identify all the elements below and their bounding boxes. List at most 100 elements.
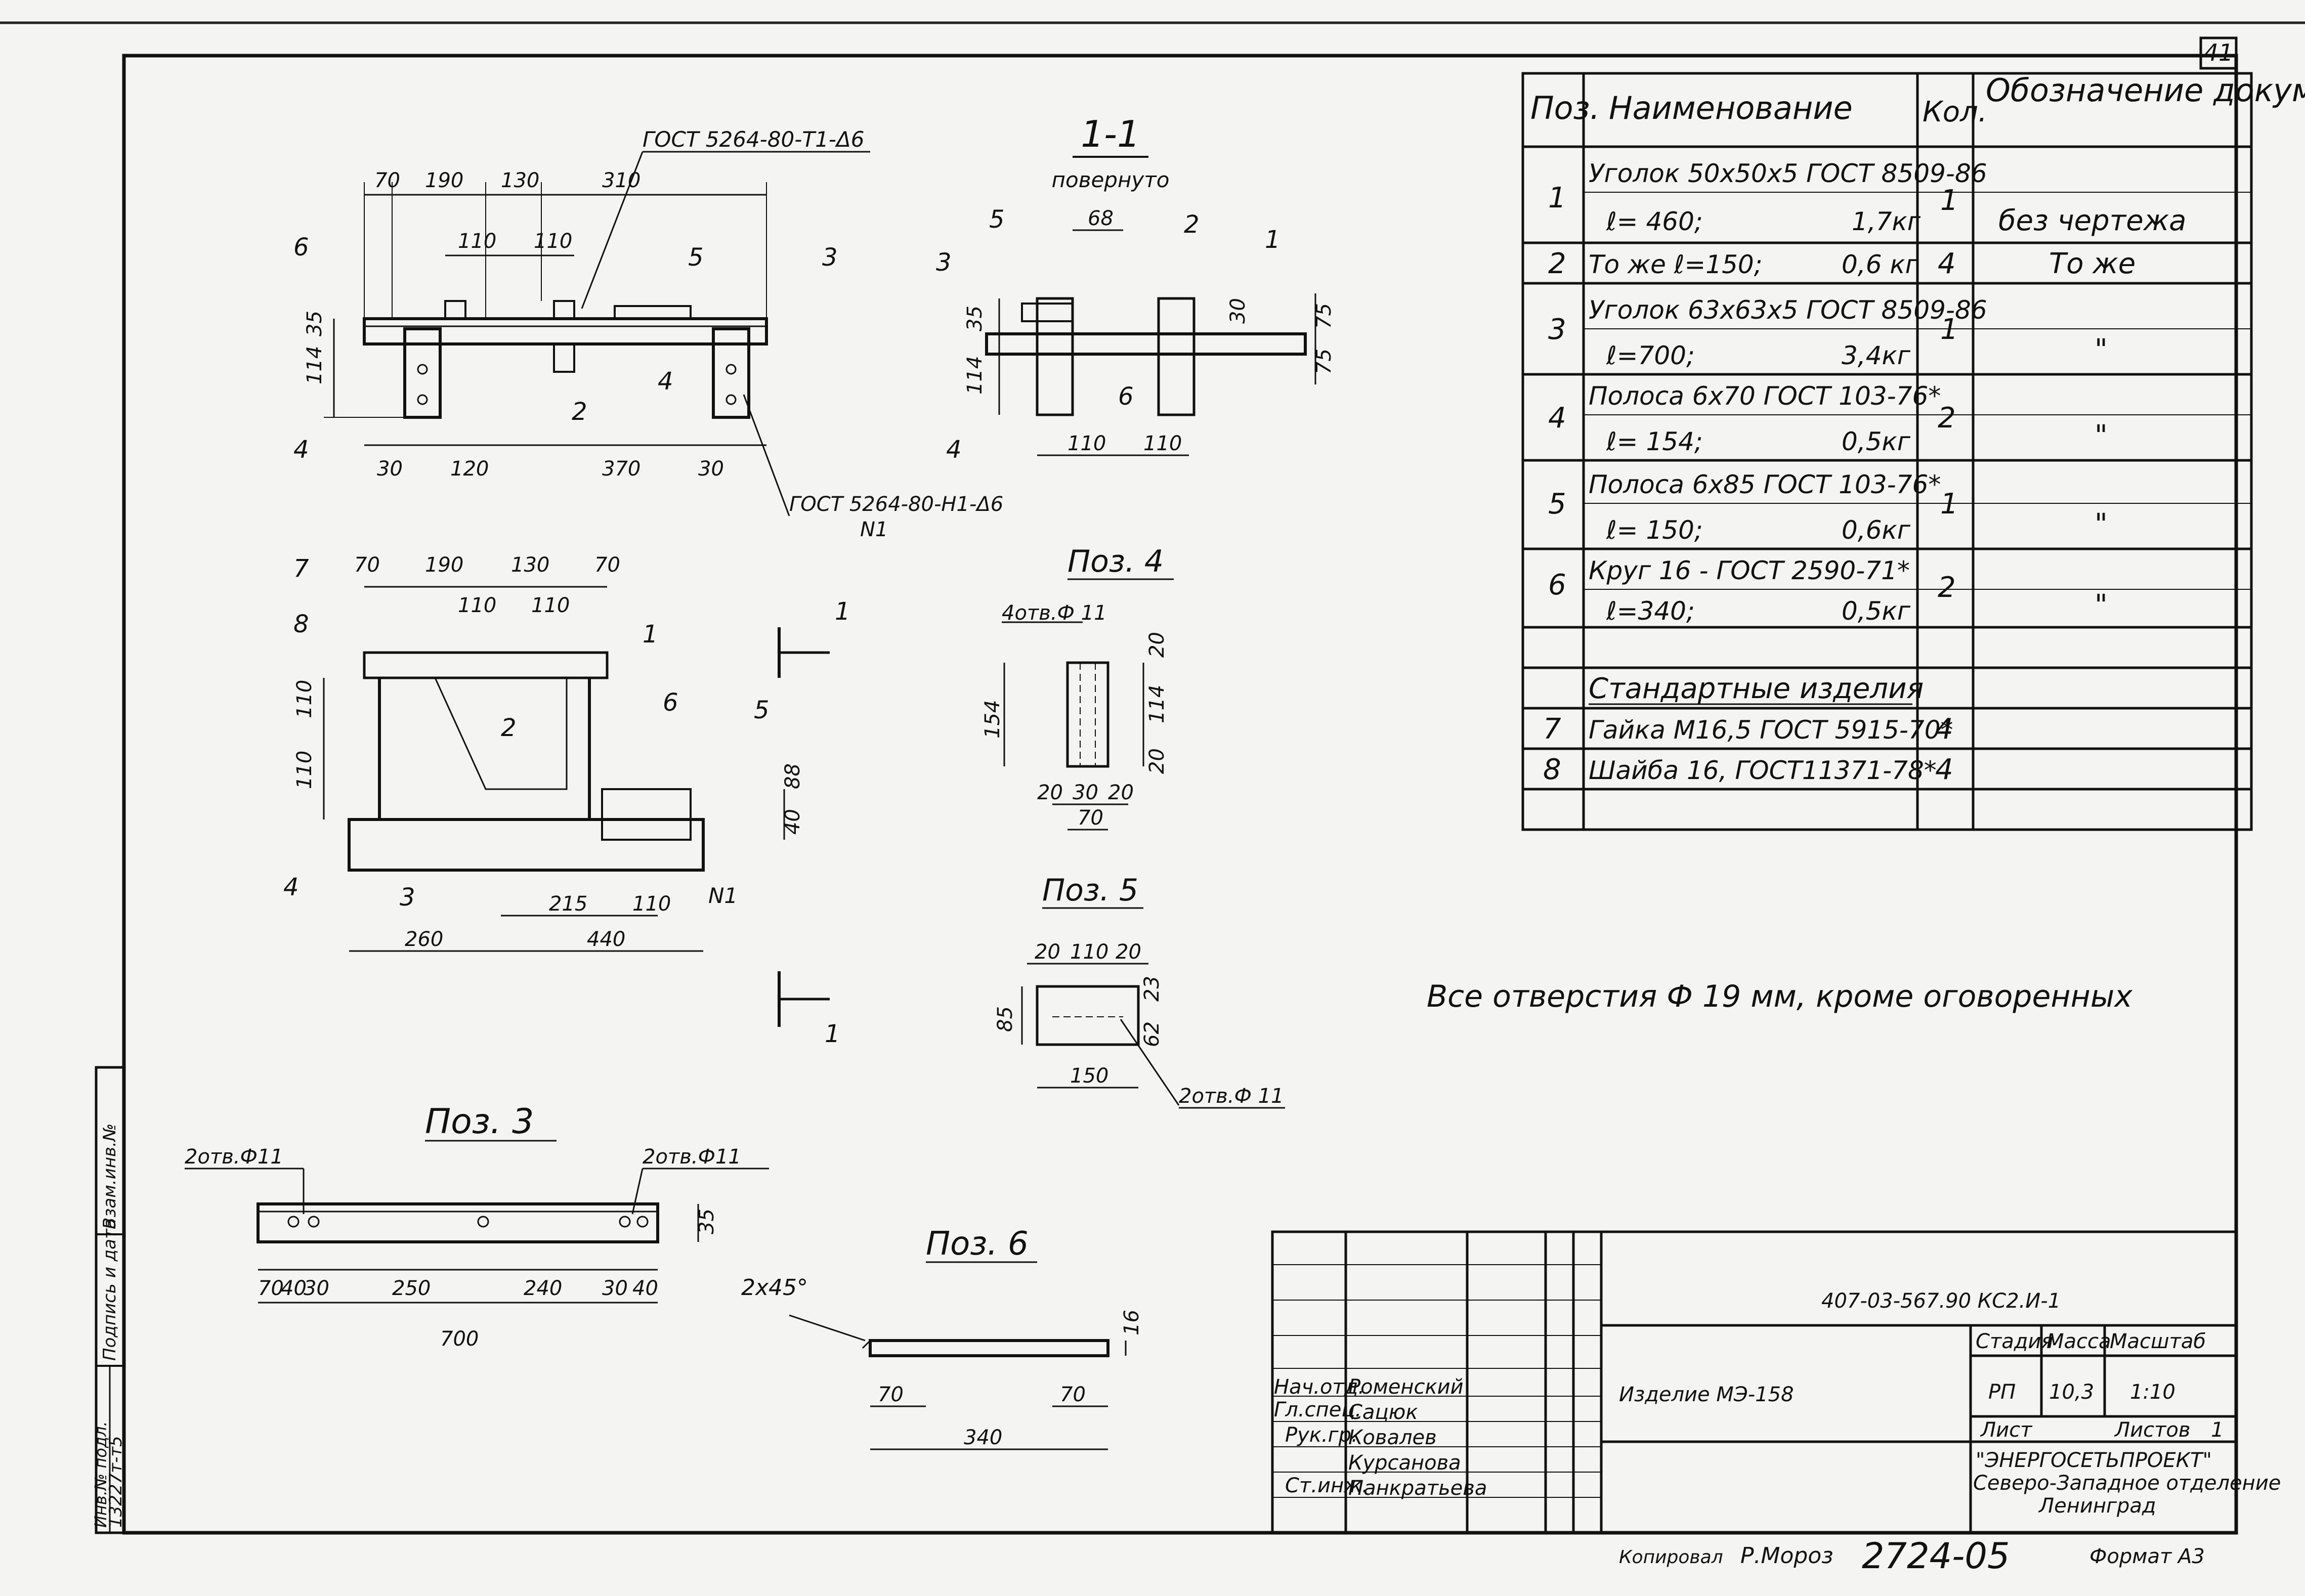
svg-text:4: 4 [658, 367, 673, 396]
svg-text:70: 70 [374, 169, 400, 192]
svg-text:3,4кг: 3,4кг [1842, 341, 1911, 370]
drawing-code: 407-03-567.90 КС2.И-1 [1821, 1289, 2061, 1313]
svg-text:Наименование: Наименование [1609, 90, 1853, 126]
svg-text:114: 114 [303, 346, 326, 384]
svg-text:1: 1 [2211, 1418, 2224, 1442]
svg-text:Рук.гр.: Рук.гр. [1285, 1424, 1358, 1447]
svg-text:30: 30 [1073, 781, 1098, 804]
svg-text:40: 40 [281, 1277, 307, 1300]
pos4-title: Поз. 4 [1068, 544, 1164, 579]
svg-text:1: 1 [643, 620, 658, 649]
pos3-detail [185, 1168, 769, 1304]
svg-text:70: 70 [1078, 806, 1103, 830]
svg-text:Масштаб: Масштаб [2110, 1330, 2206, 1353]
svg-text:ℓ=340;: ℓ=340; [1606, 596, 1695, 626]
svg-text:70: 70 [594, 553, 620, 577]
spec-table: Поз. Наименование Кол. Обозначение докум… [1521, 72, 2305, 831]
svg-text:20: 20 [1037, 781, 1063, 804]
svg-text:110: 110 [293, 751, 316, 789]
signatures: Нач.отд. Гл.спец. Рук.гр. Ст.инж. Роменс… [1274, 1375, 1487, 1500]
svg-text:110: 110 [1143, 432, 1182, 455]
svg-text:68: 68 [1088, 207, 1114, 230]
svg-text:1: 1 [1940, 184, 1958, 217]
svg-text:110: 110 [458, 230, 496, 253]
svg-text:0,5кг: 0,5кг [1842, 427, 1911, 456]
svg-text:70: 70 [1060, 1383, 1086, 1406]
svg-text:5: 5 [754, 696, 770, 724]
spec-row-4: 4 Полоса 6х70 ГОСТ 103-76* ℓ= 154; 0,5кг… [1548, 381, 2108, 456]
svg-text:2отв.Ф11: 2отв.Ф11 [643, 1145, 741, 1169]
weld-top-label: ГОСТ 5264-80-Т1-Δ6 [643, 127, 864, 152]
std-row-8: 8 Шайба 16, ГОСТ11371-78* 4 [1543, 753, 1953, 786]
svg-text:240: 240 [524, 1277, 562, 1300]
svg-text:Ковалев: Ковалев [1348, 1426, 1437, 1449]
svg-text:Роменский: Роменский [1348, 1375, 1464, 1399]
plan-view [323, 586, 830, 1027]
svg-text:ℓ= 460;: ℓ= 460; [1606, 207, 1703, 236]
svg-text:250: 250 [392, 1277, 431, 1300]
svg-text:Формат А3: Формат А3 [2089, 1545, 2205, 1568]
svg-text:2: 2 [501, 714, 517, 742]
svg-text:70: 70 [258, 1277, 284, 1300]
svg-text:2: 2 [572, 398, 587, 426]
svg-text:Масса: Масса [2046, 1330, 2111, 1353]
svg-text:5: 5 [989, 205, 1005, 234]
svg-text:6: 6 [1118, 382, 1134, 411]
section-mark-top: 1 [835, 597, 850, 626]
pos6-labels: Поз. 6 2х45° 70 70 340 16 [741, 1225, 1143, 1449]
svg-text:3: 3 [400, 883, 415, 912]
svg-text:215: 215 [549, 892, 587, 916]
pos3-title: Поз. 3 [425, 1102, 534, 1142]
sheet-number-box [2199, 36, 2238, 70]
svg-text:35: 35 [963, 306, 987, 331]
svg-text:35: 35 [695, 1209, 718, 1234]
pos6-detail [789, 1314, 1127, 1450]
front-dims: 70 190 130 310 110 110 30 120 370 30 114… [303, 169, 724, 481]
front-callouts: 6 5 3 2 4 4 ГОСТ 5264-80-Т1-Δ6 ГОСТ 5264… [293, 127, 1003, 541]
vzam-label: Взам.инв.№ [100, 1124, 120, 1229]
svg-text:110: 110 [531, 594, 570, 617]
svg-text:ℓ=700;: ℓ=700; [1606, 341, 1695, 370]
svg-text:4: 4 [1548, 402, 1566, 435]
svg-text:6: 6 [293, 233, 309, 262]
svg-text:1: 1 [1940, 313, 1958, 346]
svg-text:130: 130 [511, 553, 549, 577]
svg-text:190: 190 [425, 553, 463, 577]
svg-text:3: 3 [822, 243, 838, 272]
drawing-frame [122, 54, 2238, 1535]
svg-text:75: 75 [1312, 303, 1336, 329]
svg-text:5: 5 [688, 243, 704, 272]
svg-text:Стадия: Стадия [1976, 1330, 2053, 1353]
spec-row-2: 2 То же ℓ=150; 0,6 кг 4 То же [1548, 247, 2136, 280]
svg-text:Р.Мороз: Р.Мороз [1740, 1543, 1833, 1569]
inv-label: Инв.№ подл. [91, 1421, 110, 1528]
svg-text:20: 20 [1035, 940, 1060, 964]
svg-text:30: 30 [1226, 298, 1250, 324]
svg-text:88: 88 [781, 763, 804, 789]
svg-text:"ЭНЕРГОСЕТЬПРОЕКТ": "ЭНЕРГОСЕТЬПРОЕКТ" [1976, 1449, 2212, 1472]
pos4-labels: Поз. 4 4отв.Ф 11 20 114 154 20 20 30 20 … [981, 544, 1174, 830]
svg-text:190: 190 [425, 169, 463, 192]
svg-text:0,5кг: 0,5кг [1842, 596, 1911, 626]
svg-text:340: 340 [964, 1426, 1002, 1449]
svg-text:6: 6 [1548, 569, 1566, 601]
holes-note: Все отверстия Ф 19 мм, кроме оговоренных [1427, 979, 2132, 1014]
svg-text:Полоса 6х85 ГОСТ 103-76*: Полоса 6х85 ГОСТ 103-76* [1589, 470, 1941, 499]
svg-text:114: 114 [1145, 685, 1169, 723]
svg-text:ℓ= 150;: ℓ= 150; [1606, 515, 1703, 545]
pos6-title: Поз. 6 [926, 1225, 1029, 1263]
footer: Копировал Р.Мороз 2724-05 Формат А3 [1619, 1535, 2205, 1577]
spec-row-1: 1 Уголок 50х50х5 ГОСТ 8509-86 ℓ= 460; 1,… [1548, 159, 2187, 237]
svg-text:4: 4 [946, 436, 962, 464]
svg-text:": " [2095, 589, 2108, 622]
std-items-header: Стандартные изделия [1589, 672, 1924, 705]
weld-number: N1 [860, 518, 888, 541]
svg-text:Кол.: Кол. [1923, 96, 1987, 128]
svg-text:130: 130 [501, 169, 539, 192]
spec-row-5: 5 Полоса 6х85 ГОСТ 103-76* ℓ= 150; 0,6кг… [1548, 470, 2108, 545]
pos5-detail [1021, 963, 1180, 1106]
svg-text:Полоса 6х70 ГОСТ 103-76*: Полоса 6х70 ГОСТ 103-76* [1589, 381, 1941, 411]
svg-text:4: 4 [293, 436, 309, 464]
svg-text:Курсанова: Курсанова [1348, 1451, 1461, 1475]
svg-text:1: 1 [1940, 488, 1958, 521]
